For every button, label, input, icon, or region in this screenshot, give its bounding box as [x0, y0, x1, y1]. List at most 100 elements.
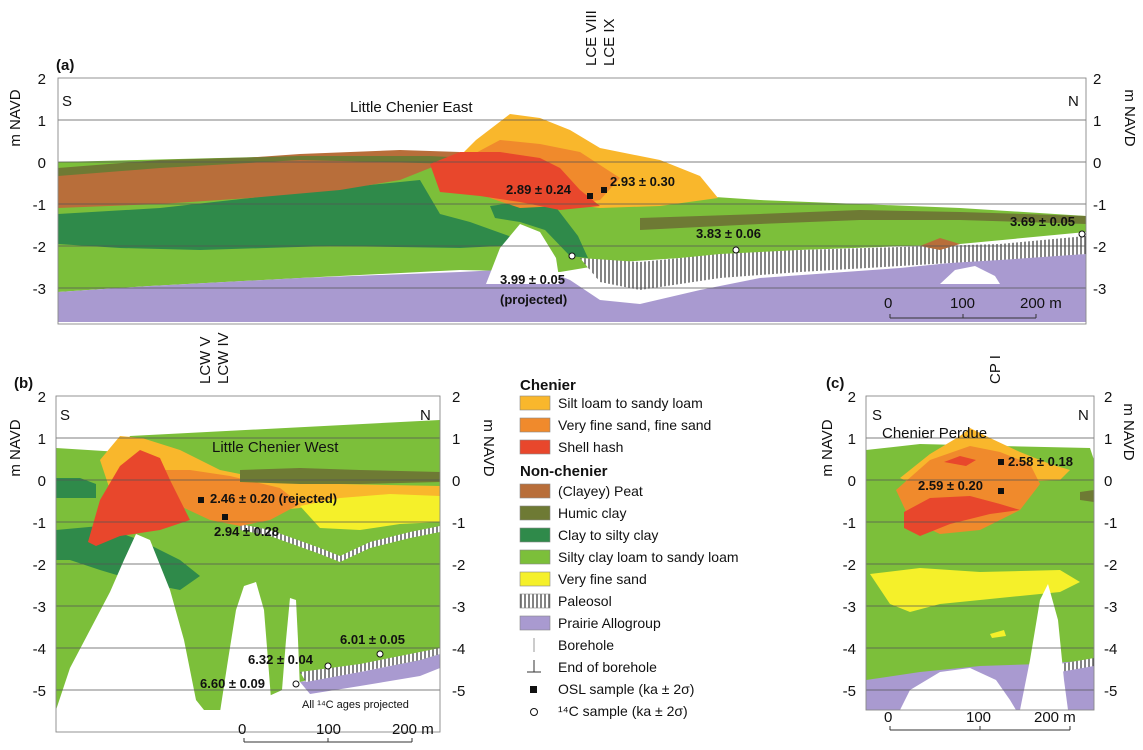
panel-c: (c) m NAVD m NAVD — [819, 355, 1137, 731]
tick-label: -2 — [843, 557, 856, 574]
tick-label: -3 — [33, 281, 46, 298]
scale-label: 0 — [238, 721, 246, 738]
age-label: (projected) — [500, 292, 567, 307]
filled-square-icon — [530, 686, 537, 693]
tick-label: -1 — [33, 197, 46, 214]
core-label-lcw-v: LCW V — [197, 336, 214, 384]
tick-label: -2 — [452, 557, 465, 574]
tick-label: -3 — [843, 599, 856, 616]
legend-label: Paleosol — [558, 593, 612, 609]
panel-b-south-label: S — [60, 407, 70, 424]
scale-label: 200 m — [1034, 709, 1076, 726]
tick-label: -4 — [452, 641, 465, 658]
tick-label: -1 — [843, 515, 856, 532]
legend-swatch — [519, 483, 551, 499]
very-fine-sand-lens-small — [990, 630, 1006, 638]
tick-label: -5 — [1104, 683, 1117, 700]
legend-swatch — [519, 439, 551, 455]
panel-c-strata — [866, 428, 1094, 710]
age-label: 2.59 ± 0.20 — [918, 478, 983, 493]
peat-lens-right — [920, 238, 960, 250]
panel-a-y-axis-title-left: m NAVD — [7, 89, 24, 146]
tick-label: -4 — [1104, 641, 1117, 658]
panel-c-north-label: N — [1078, 407, 1089, 424]
no-data-gap-a-2 — [940, 266, 1000, 284]
no-data-gap-b-2 — [220, 582, 272, 712]
c14-sample-marker — [732, 246, 740, 254]
scale-label: 0 — [884, 709, 892, 726]
age-label: 6.32 ± 0.04 — [248, 652, 314, 667]
age-label: 3.83 ± 0.06 — [696, 226, 761, 241]
panel-b-frame — [55, 395, 441, 733]
panel-b-section-name: Little Chenier West — [212, 439, 339, 456]
age-label: 3.99 ± 0.05 — [500, 272, 565, 287]
legend-label: Very fine sand — [558, 571, 647, 587]
shell-hash-lens-upper — [944, 456, 976, 466]
tick-label: 1 — [1104, 431, 1112, 448]
panel-a-section-name: Little Chenier East — [350, 99, 473, 116]
tick-label: -2 — [33, 239, 46, 256]
no-data-gap-b-1 — [56, 534, 204, 710]
tick-label: -2 — [1104, 557, 1117, 574]
panel-a-north-label: N — [1068, 93, 1079, 110]
tick-label: -1 — [452, 515, 465, 532]
humic-clay-layer — [1080, 490, 1094, 502]
panel-c-letter: (c) — [826, 375, 844, 392]
osl-sample-marker — [222, 514, 228, 520]
legend-label: Clay to silty clay — [558, 527, 658, 543]
osl-sample-marker — [998, 459, 1004, 465]
legend-heading-non-chenier: Non-chenier — [520, 463, 608, 480]
osl-sample-marker — [587, 193, 593, 199]
legend-swatch — [519, 527, 551, 543]
clay-silty-clay-layer-left — [58, 180, 540, 250]
legend-label: End of borehole — [558, 659, 657, 675]
tick-label: -4 — [843, 641, 856, 658]
very-fine-sand-chenier — [160, 470, 300, 526]
prairie-allogroup-layer — [300, 654, 440, 694]
legend-label: Silty clay loam to sandy loam — [558, 549, 739, 565]
tick-label: -1 — [1093, 197, 1106, 214]
tick-label: -5 — [33, 683, 46, 700]
panel-b-letter: (b) — [14, 375, 33, 392]
no-data-gap-b-3 — [282, 598, 300, 690]
panel-c-y-axis-title-left: m NAVD — [819, 419, 836, 476]
c14-sample-marker — [324, 662, 332, 670]
tick-label: -5 — [452, 683, 465, 700]
tick-label: -3 — [33, 599, 46, 616]
tick-label: 0 — [452, 473, 460, 490]
humic-clay-layer-right — [640, 210, 1086, 230]
tick-label: -2 — [1093, 239, 1106, 256]
osl-sample-marker — [601, 187, 607, 193]
age-label: 2.89 ± 0.24 — [506, 182, 572, 197]
panel-c-y-axis-title-right: m NAVD — [1120, 403, 1137, 460]
legend-label: Very fine sand, fine sand — [558, 417, 711, 433]
age-label: 2.93 ± 0.30 — [610, 174, 675, 189]
tick-label: 1 — [38, 431, 46, 448]
panel-c-south-label: S — [872, 407, 882, 424]
tick-label: 0 — [38, 155, 46, 172]
osl-sample-marker — [998, 488, 1004, 494]
legend-swatch — [519, 615, 551, 631]
legend-label: ¹⁴C sample (ka ± 2σ) — [558, 703, 688, 719]
panel-a-strata — [58, 114, 1086, 322]
scale-label: 100 — [966, 709, 991, 726]
panel-a-south-label: S — [62, 93, 72, 110]
tick-label: 1 — [38, 113, 46, 130]
legend-label: OSL sample (ka ± 2σ) — [558, 681, 694, 697]
panel-a-scale-bar: 0 100 200 m — [884, 295, 1062, 319]
shell-hash-core — [430, 152, 600, 210]
tick-label: 1 — [452, 431, 460, 448]
tick-label: 2 — [452, 389, 460, 406]
scale-label: 200 m — [1020, 295, 1062, 312]
clay-silty-clay-layer-edge — [56, 478, 96, 498]
legend-swatch — [519, 395, 551, 411]
panel-b-y-ticks: 2 1 0 -1 -2 -3 -4 -5 2 1 0 -1 -2 -3 -4 -… — [33, 389, 466, 700]
legend-label: Borehole — [558, 637, 614, 653]
tick-label: -1 — [1104, 515, 1117, 532]
tick-label: 0 — [1104, 473, 1112, 490]
tick-label: -1 — [33, 515, 46, 532]
paleosol-band — [1060, 658, 1094, 672]
age-label: 3.69 ± 0.05 — [1010, 214, 1075, 229]
scale-label: 100 — [950, 295, 975, 312]
panel-b-scale-bar: 0 100 200 m — [238, 721, 434, 743]
